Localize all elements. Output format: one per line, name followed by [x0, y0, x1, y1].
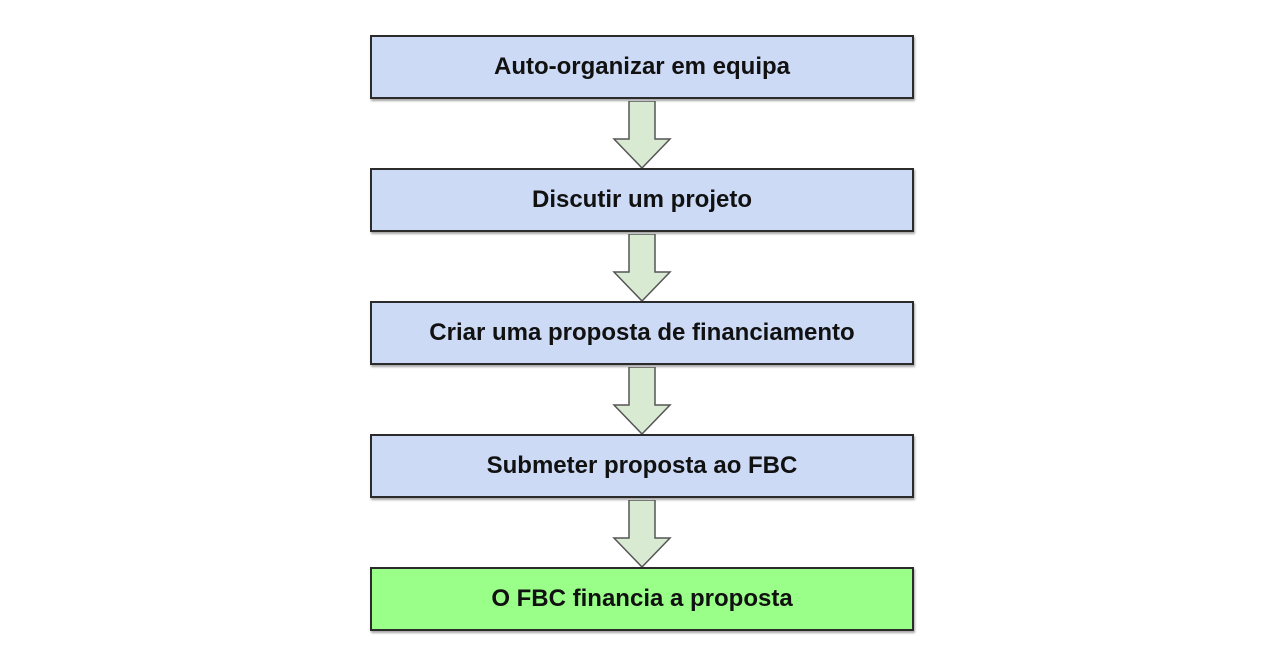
step-self-organize-team: Auto-organizar em equipa: [370, 35, 914, 99]
step-label: Criar uma proposta de financiamento: [429, 319, 855, 346]
arrow-shape: [612, 234, 672, 302]
step-discuss-project: Discutir um projeto: [370, 168, 914, 232]
down-arrow-icon: [612, 234, 672, 302]
step-label: Submeter proposta ao FBC: [486, 452, 798, 479]
arrow-shape: [612, 500, 672, 568]
step-fbc-funds-proposal: O FBC financia a proposta: [370, 567, 914, 631]
step-label: O FBC financia a proposta: [491, 585, 793, 612]
step-label: Auto-organizar em equipa: [493, 53, 791, 80]
step-submit-proposal: Submeter proposta ao FBC: [370, 434, 914, 498]
down-arrow-icon: [612, 101, 672, 169]
step-create-funding-proposal: Criar uma proposta de financiamento: [370, 301, 914, 365]
down-arrow-icon: [612, 500, 672, 568]
step-label: Discutir um projeto: [531, 186, 753, 213]
arrow-shape: [612, 367, 672, 435]
arrow-shape: [612, 101, 672, 169]
down-arrow-icon: [612, 367, 672, 435]
